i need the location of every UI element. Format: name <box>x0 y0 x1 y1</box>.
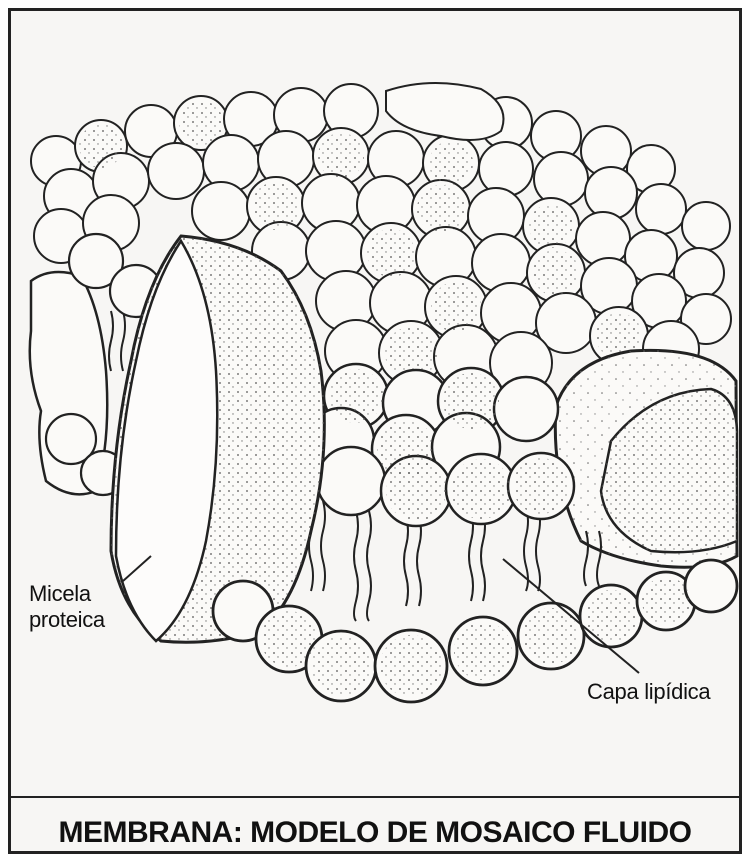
lipid-layer-label: Capa lipídica <box>587 679 710 705</box>
protein-label-line2: proteica <box>29 607 105 633</box>
right-protein <box>555 350 737 567</box>
figure-frame: Micela proteica Capa lipídica MEMBRANA: … <box>8 8 742 854</box>
protein-micelle-label: Micela proteica <box>29 581 105 633</box>
caption-divider <box>11 796 739 798</box>
protein-label-line1: Micela <box>29 581 105 607</box>
figure-caption: MEMBRANA: MODELO DE MOSAICO FLUIDO <box>11 816 739 850</box>
